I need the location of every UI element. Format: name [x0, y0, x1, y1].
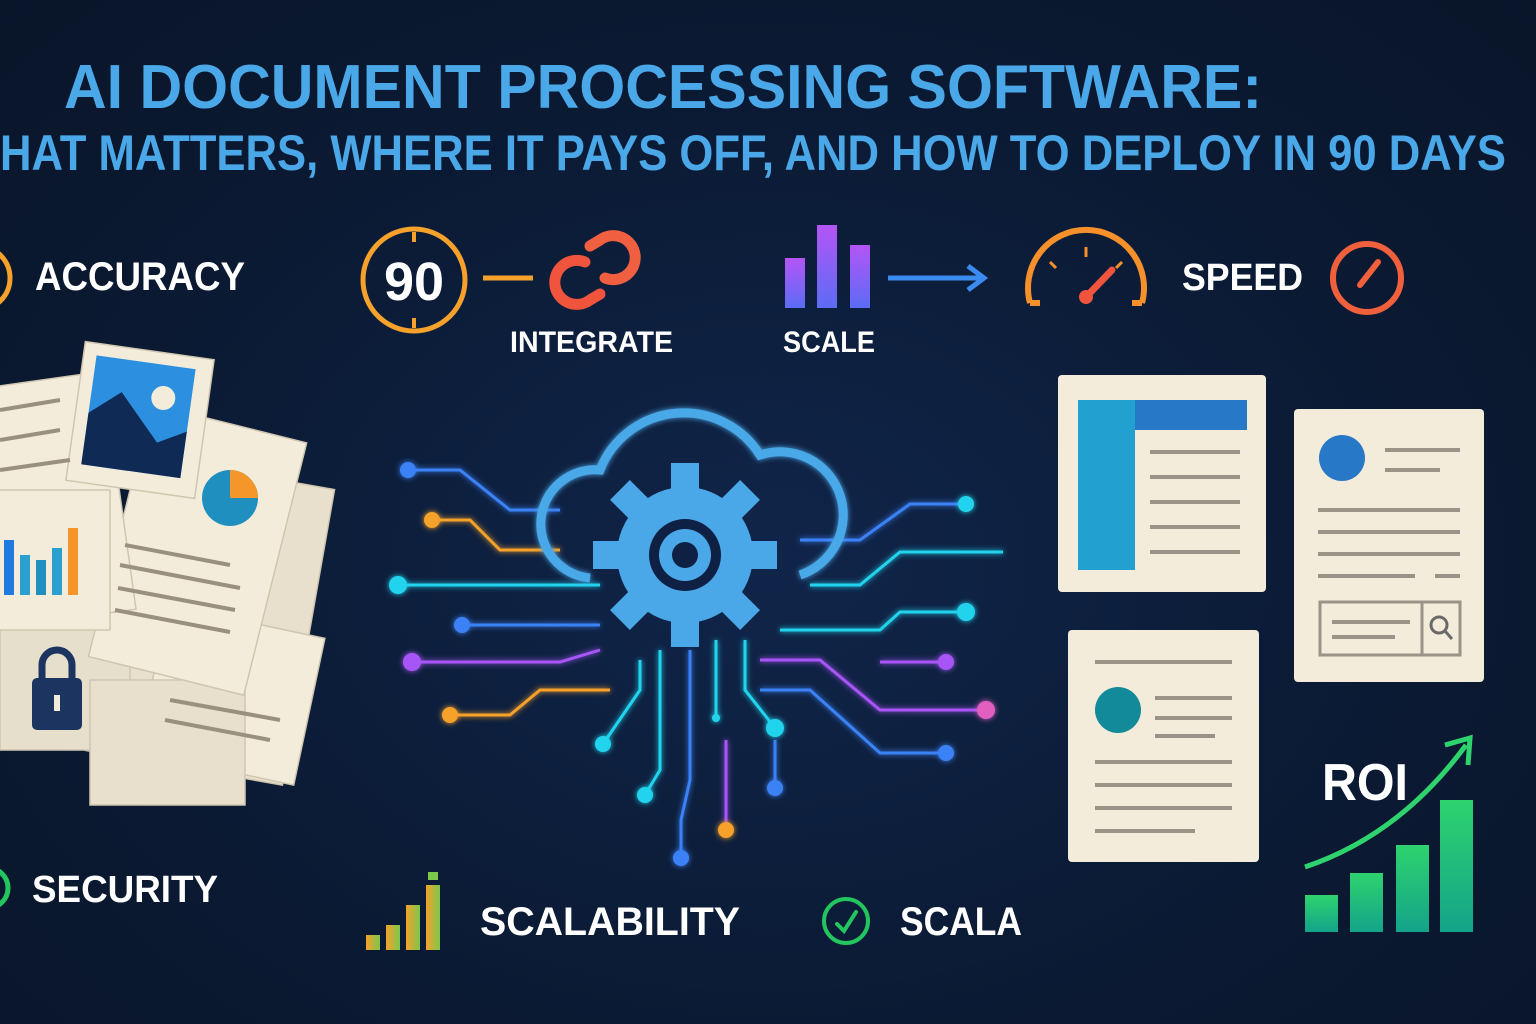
growth-chart-icon — [1304, 734, 1473, 932]
stopwatch-icon — [360, 226, 468, 334]
arrow-right-icon — [888, 264, 989, 292]
speed-label: SPEED — [1182, 257, 1303, 299]
title-line-1: AI DOCUMENT PROCESSING SOFTWARE: — [64, 53, 1262, 122]
image-icon — [81, 355, 196, 479]
search-icon — [1429, 615, 1454, 640]
integrate-label: INTEGRATE — [510, 326, 673, 359]
chain-link-icon — [549, 230, 641, 310]
roi-label: ROI — [1322, 754, 1408, 812]
scale-label: SCALE — [783, 326, 875, 359]
title-line-2: HAT MATTERS, WHERE IT PAYS OFF, AND HOW … — [0, 125, 1506, 181]
bar-chart-icon — [4, 528, 78, 595]
circuit-lines — [398, 468, 1003, 858]
scalability-label: SCALABILITY — [480, 900, 740, 944]
accuracy-label: ACCURACY — [35, 255, 245, 299]
cloud-gear-icon — [536, 408, 848, 647]
security-label: SECURITY — [32, 869, 218, 911]
check-circle-icon — [822, 897, 870, 945]
lock-icon — [32, 646, 82, 730]
accuracy-icon — [0, 251, 13, 305]
form-document — [1294, 409, 1484, 682]
days-badge: 90 — [384, 252, 444, 312]
profile-document — [1068, 630, 1259, 862]
table-document — [1058, 375, 1266, 592]
text-lines — [0, 398, 281, 742]
timer-icon — [1330, 241, 1404, 315]
circuit-nodes — [389, 462, 995, 866]
bar-chart-icon — [785, 225, 870, 308]
scala-label: SCALA — [900, 900, 1022, 944]
pie-chart-icon — [202, 470, 258, 526]
security-icon — [0, 869, 11, 907]
signal-bars-icon — [366, 872, 440, 950]
speedometer-icon — [1025, 226, 1147, 306]
